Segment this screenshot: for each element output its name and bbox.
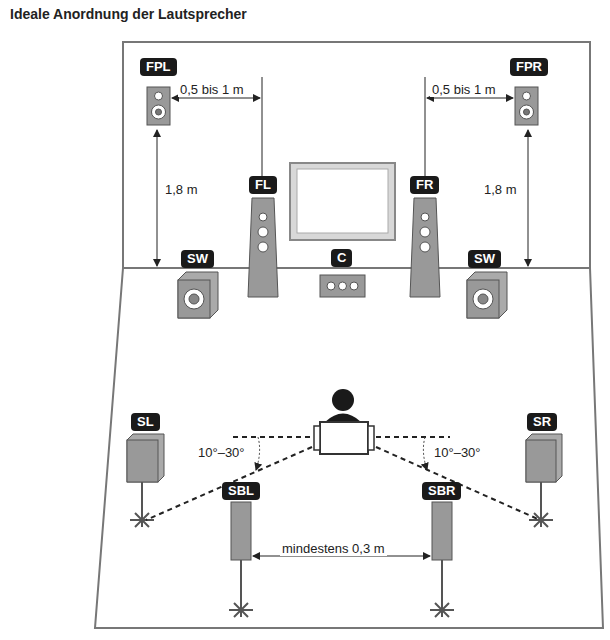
speaker-tag: FR xyxy=(410,176,439,194)
speaker-code: FR xyxy=(416,177,433,192)
dimension-label: 1,8 m xyxy=(482,182,519,197)
speaker-tag: SR xyxy=(527,413,557,431)
speaker-code: FPL xyxy=(146,59,171,74)
speaker-tag: SBR xyxy=(422,482,461,500)
speaker-code: SL xyxy=(137,414,154,429)
dimension-label: 0,5 bis 1 m xyxy=(178,82,246,97)
speaker-code: SR xyxy=(533,414,551,429)
dimension-label: 10°–30° xyxy=(196,445,247,460)
speaker-tag: FPR xyxy=(510,58,548,76)
speaker-tag: FL xyxy=(249,176,277,194)
speaker-tag: C xyxy=(331,249,352,267)
speaker-tag: SBL xyxy=(222,482,260,500)
speaker-tag: FPL xyxy=(140,58,177,76)
speaker-code: SBL xyxy=(228,483,254,498)
dimension-label: 10°–30° xyxy=(432,445,483,460)
diagram-title: Ideale Anordnung der Lautsprecher xyxy=(10,6,247,22)
speaker-code: SW xyxy=(187,251,208,266)
speaker-tag: SL xyxy=(131,413,160,431)
speaker-tag: SW xyxy=(181,250,214,268)
speaker-code: FPR xyxy=(516,59,542,74)
dimension-label: 0,5 bis 1 m xyxy=(430,82,498,97)
speaker-code: C xyxy=(337,250,346,265)
dimension-label: mindestens 0,3 m xyxy=(280,541,387,556)
speaker-code: SBR xyxy=(428,483,455,498)
speaker-code: SW xyxy=(474,251,495,266)
dimension-label: 1,8 m xyxy=(163,182,200,197)
speaker-code: FL xyxy=(255,177,271,192)
speaker-tag: SW xyxy=(468,250,501,268)
